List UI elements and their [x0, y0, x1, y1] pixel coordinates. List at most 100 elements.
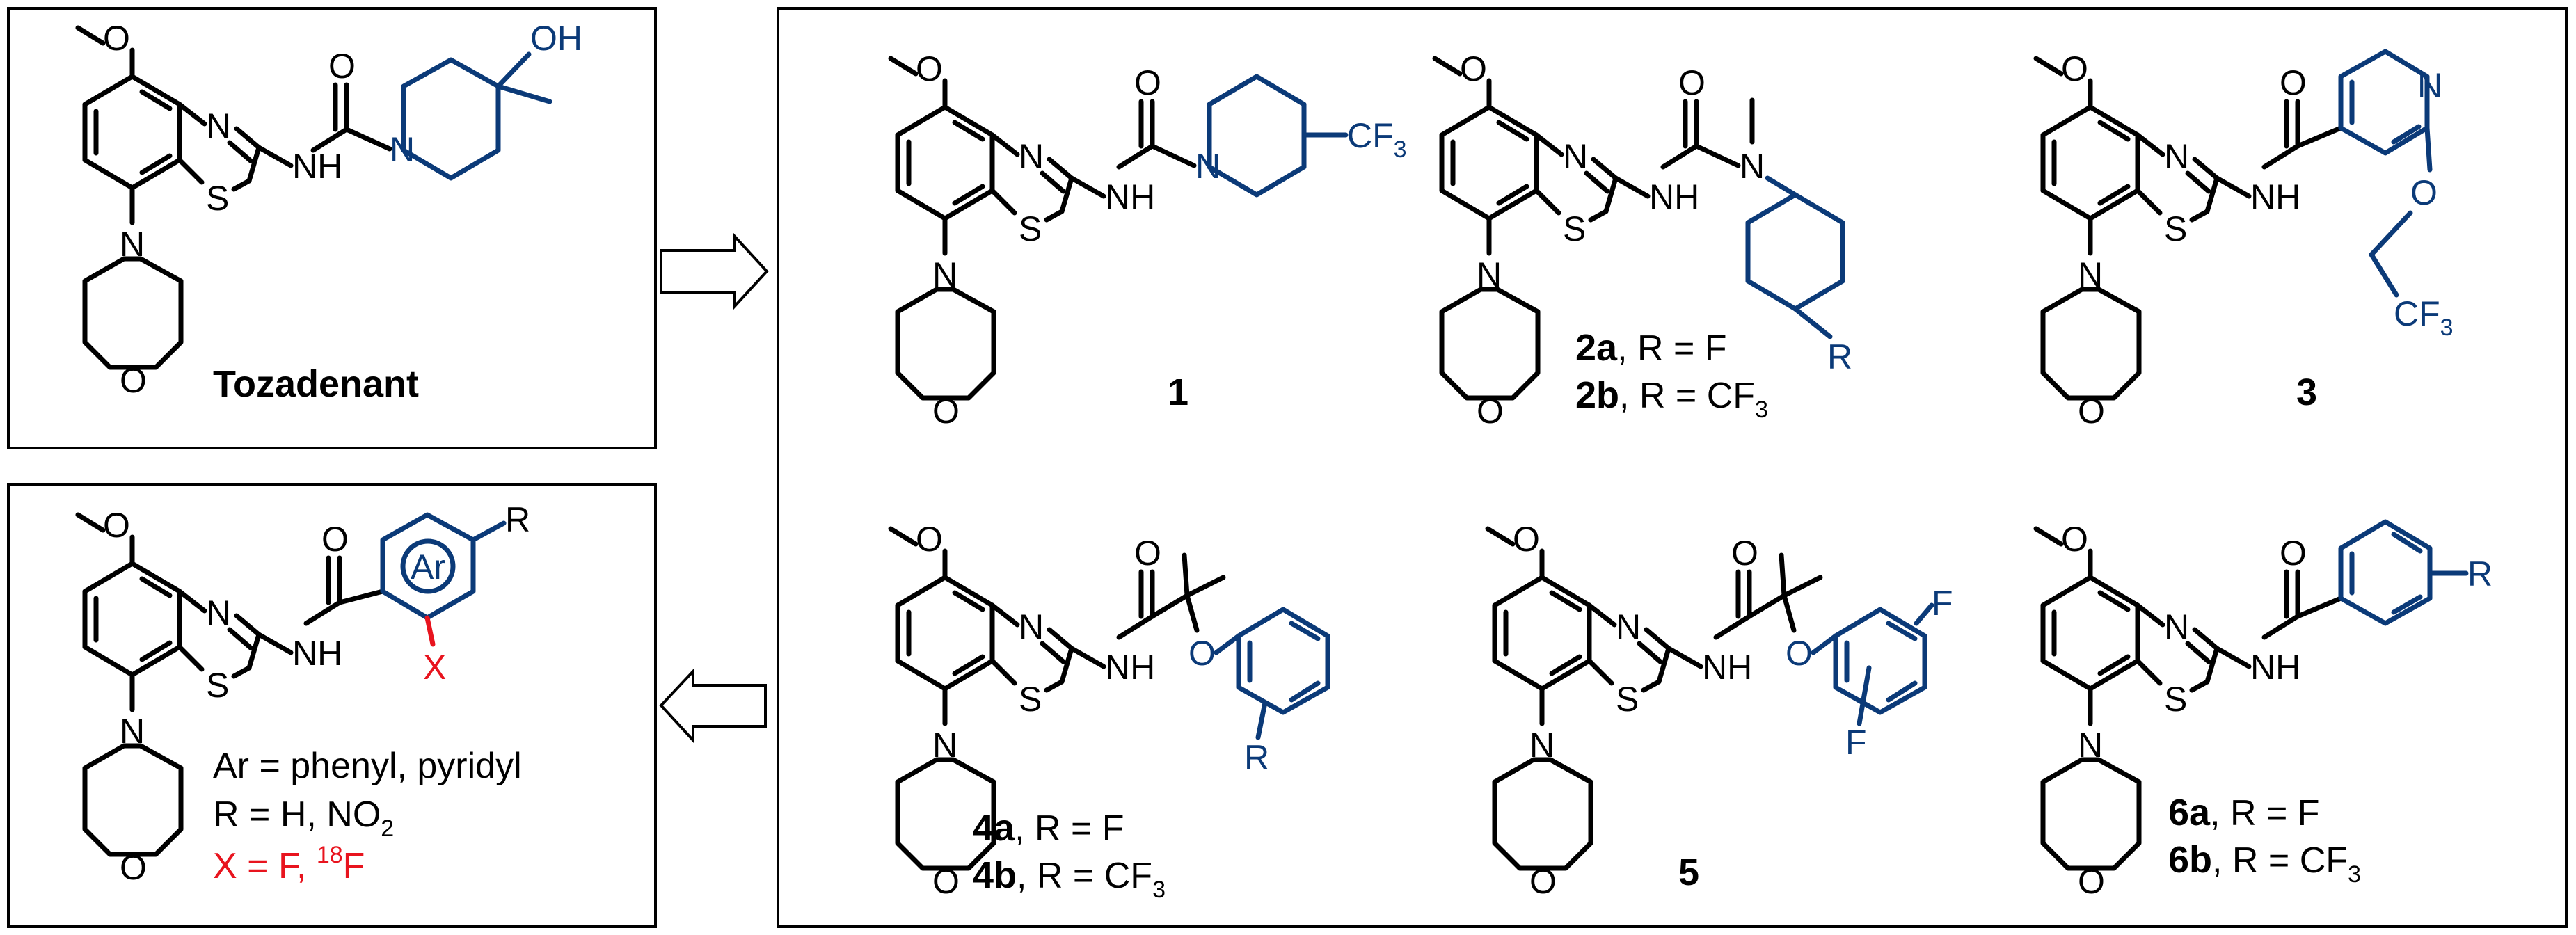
- morpholine-oxygen: O: [120, 361, 147, 400]
- svg-text:N: N: [2417, 66, 2442, 105]
- svg-text:NH: NH: [1105, 648, 1155, 687]
- svg-text:N: N: [2078, 255, 2103, 294]
- svg-text:O: O: [103, 506, 130, 545]
- compound-6a-label: 6a, R = F: [2168, 792, 2320, 833]
- svg-text:O: O: [916, 49, 943, 88]
- backward-arrow: [659, 667, 767, 744]
- compound-4: O N S N O NH O O R 4a, R = F 4b, R = CF3: [888, 520, 1330, 903]
- svg-text:O: O: [120, 848, 147, 887]
- compound-4a-label: 4a, R = F: [973, 807, 1124, 849]
- svg-text:CF3: CF3: [2394, 294, 2454, 341]
- compound-2: O N S N O NH O N R 2a, R = F 2b, R = CF3: [1432, 49, 1852, 431]
- svg-text:O: O: [1678, 63, 1706, 102]
- svg-text:O: O: [932, 862, 960, 901]
- forward-arrow: [660, 232, 769, 310]
- svg-text:F: F: [1845, 723, 1867, 762]
- svg-text:O: O: [1513, 520, 1540, 559]
- svg-text:N: N: [1019, 137, 1044, 176]
- svg-text:O: O: [1731, 534, 1758, 573]
- svg-text:O: O: [1529, 862, 1557, 901]
- svg-text:R: R: [1244, 738, 1269, 777]
- svg-text:NH: NH: [1105, 177, 1155, 216]
- svg-text:R: R: [505, 500, 530, 539]
- svg-text:O: O: [2280, 63, 2307, 102]
- svg-text:S: S: [1019, 209, 1042, 248]
- svg-text:N: N: [206, 593, 231, 632]
- svg-text:S: S: [206, 666, 229, 705]
- svg-text:R: R: [2467, 554, 2492, 593]
- svg-text:S: S: [1019, 680, 1042, 719]
- compound-4b-label: 4b, R = CF3: [973, 854, 1166, 903]
- svg-text:N: N: [1019, 607, 1044, 646]
- svg-text:NH: NH: [2250, 648, 2300, 687]
- compound-1: O N S N O NH O N CF3 1: [888, 49, 1407, 431]
- core-scaffold: O N S N O NH: [75, 19, 342, 400]
- svg-text:NH: NH: [1702, 648, 1752, 687]
- compound-6: O N S N O NH O R 6a, R = F 6b, R = CF3: [2033, 519, 2492, 901]
- svg-text:S: S: [2164, 680, 2187, 719]
- compound-3: O N S N O NH O N O CF3 3: [2033, 49, 2454, 431]
- svg-text:O: O: [1188, 634, 1216, 673]
- svg-text:O: O: [2280, 534, 2307, 573]
- svg-text:N: N: [932, 726, 957, 765]
- svg-text:NH: NH: [292, 634, 342, 673]
- tozadenant-frame: [7, 7, 657, 449]
- svg-text:NH: NH: [2250, 177, 2300, 216]
- compound-series-frame: [777, 7, 2568, 928]
- compound-3-label: 3: [2296, 371, 2317, 413]
- svg-text:NH: NH: [1649, 177, 1699, 216]
- legend-r: R = H, NO2: [213, 794, 394, 842]
- thiazole-nitrogen: N: [206, 106, 231, 145]
- compound-5: O N S N O NH O O F F 5: [1485, 520, 1953, 901]
- svg-text:O: O: [1477, 392, 1504, 431]
- svg-text:R: R: [1827, 337, 1852, 376]
- svg-text:O: O: [2410, 173, 2438, 212]
- svg-text:O: O: [932, 392, 960, 431]
- svg-text:O: O: [2078, 392, 2105, 431]
- svg-text:O: O: [321, 520, 349, 559]
- compound-2a-label: 2a, R = F: [1575, 327, 1727, 369]
- compound-2b-label: 2b, R = CF3: [1575, 374, 1768, 423]
- svg-text:N: N: [2164, 607, 2189, 646]
- svg-text:S: S: [2164, 209, 2187, 248]
- tozadenant-label: Tozadenant: [213, 363, 419, 405]
- svg-text:N: N: [1477, 255, 1502, 294]
- svg-text:N: N: [2078, 726, 2103, 765]
- svg-text:O: O: [1134, 534, 1161, 573]
- general-design-structure: O N S N O NH O Ar R X: [75, 500, 530, 887]
- amide-nh: NH: [292, 147, 342, 186]
- tozadenant-structure: O N S N O NH O N OH Tozadenant: [75, 19, 582, 405]
- svg-text:O: O: [2061, 49, 2088, 88]
- compound-1-label: 1: [1168, 371, 1188, 413]
- svg-text:O: O: [916, 520, 943, 559]
- cf3-group: CF3: [1347, 116, 1407, 163]
- hydroxyl-group: OH: [530, 19, 582, 58]
- svg-text:O: O: [1460, 49, 1487, 88]
- svg-text:O: O: [1134, 63, 1161, 102]
- svg-text:O: O: [2061, 520, 2088, 559]
- svg-text:S: S: [1563, 209, 1586, 248]
- svg-text:S: S: [1616, 680, 1639, 719]
- svg-text:N: N: [2164, 137, 2189, 176]
- compound-6b-label: 6b, R = CF3: [2168, 839, 2361, 888]
- design-frame: [7, 483, 657, 928]
- svg-text:F: F: [1932, 584, 1953, 623]
- svg-text:X: X: [423, 648, 446, 687]
- urea-oxygen: O: [328, 47, 356, 86]
- svg-text:N: N: [1563, 137, 1588, 176]
- legend-x: X = F, 18F: [213, 842, 365, 886]
- morpholine-nitrogen: N: [120, 225, 145, 264]
- legend-ar: Ar = phenyl, pyridyl: [213, 746, 522, 786]
- svg-text:N: N: [932, 255, 957, 294]
- methoxy-oxygen: O: [103, 19, 130, 58]
- ar-ring-label: Ar: [411, 548, 445, 586]
- svg-text:O: O: [1786, 634, 1813, 673]
- thiazole-sulfur: S: [206, 179, 229, 218]
- svg-text:N: N: [1616, 607, 1641, 646]
- compound-5-label: 5: [1678, 852, 1699, 893]
- svg-text:N: N: [1740, 147, 1765, 186]
- svg-text:N: N: [1529, 726, 1555, 765]
- svg-text:O: O: [2078, 862, 2105, 901]
- svg-text:N: N: [120, 712, 145, 751]
